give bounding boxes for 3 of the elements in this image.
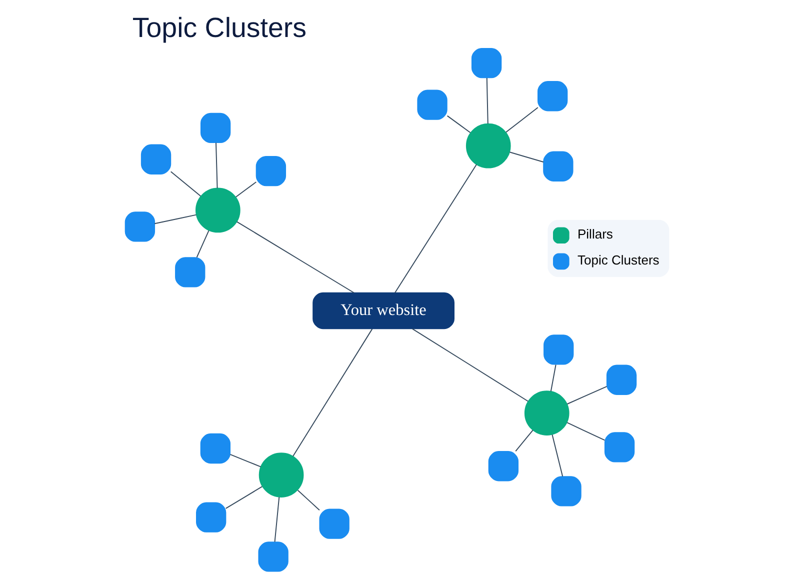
diagram-title: Topic Clusters xyxy=(132,12,306,44)
legend-label: Topic Clusters xyxy=(576,252,659,268)
legend-label: Pillars xyxy=(576,226,612,242)
